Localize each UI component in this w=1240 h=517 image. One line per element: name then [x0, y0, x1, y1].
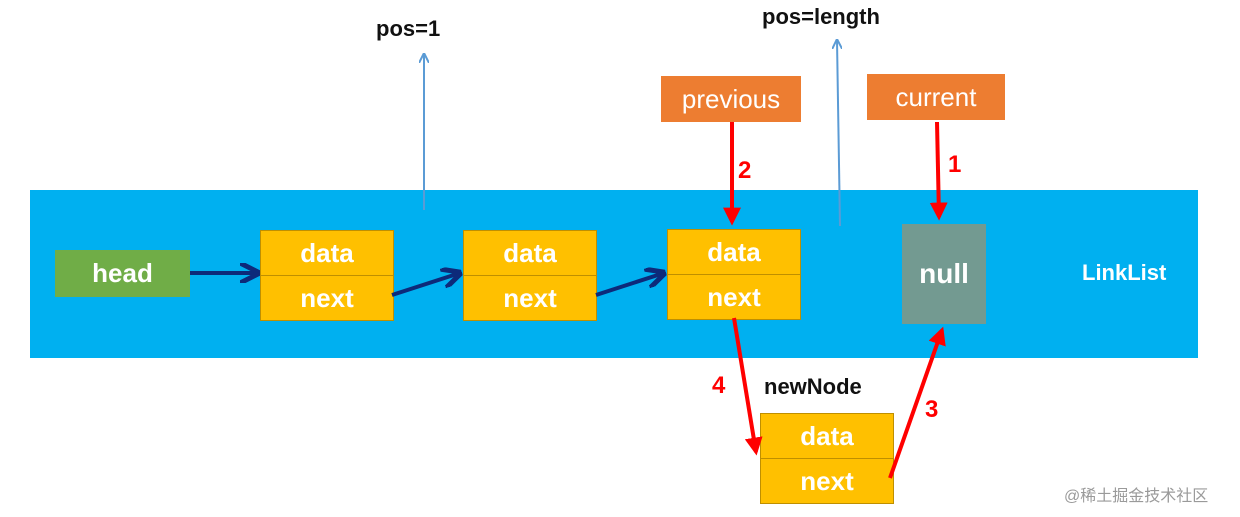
list-node-3: data next: [667, 229, 801, 320]
null-node: null: [902, 224, 986, 324]
new-node: data next: [760, 413, 894, 504]
step-2-number: 2: [738, 157, 752, 184]
pos-1-label: pos=1: [376, 16, 441, 41]
step-1-arrow: [929, 121, 948, 221]
step-3-number: 3: [925, 396, 939, 423]
node-data-field: data: [464, 231, 596, 276]
step-3-arrow: [888, 326, 946, 479]
step-4-number: 4: [712, 372, 726, 399]
node-data-field: data: [261, 231, 393, 276]
node-data-field: data: [668, 230, 800, 275]
new-node-next-field: next: [800, 465, 854, 496]
head-node: head: [55, 250, 190, 297]
watermark-text: @稀土掘金技术社区: [1064, 488, 1209, 505]
step-4-arrow: [732, 317, 763, 456]
current-tag: current: [867, 74, 1005, 120]
step-1-number: 1: [948, 151, 962, 178]
linklist-label: LinkList: [1082, 260, 1167, 285]
node-next-field: next: [503, 282, 557, 313]
node-next-field: next: [707, 281, 761, 312]
pos-length-pointer: [837, 40, 840, 227]
list-node-1: data next: [260, 230, 394, 321]
node-next-field: next: [300, 282, 354, 313]
list-node-2: data next: [463, 230, 597, 321]
node1-to-node2-arrow: [391, 273, 460, 297]
previous-tag: previous: [661, 76, 801, 122]
node2-to-node3-arrow: [595, 273, 664, 297]
pos-length-label: pos=length: [762, 4, 880, 29]
new-node-data-field: data: [761, 414, 893, 459]
new-node-label: newNode: [764, 374, 862, 399]
